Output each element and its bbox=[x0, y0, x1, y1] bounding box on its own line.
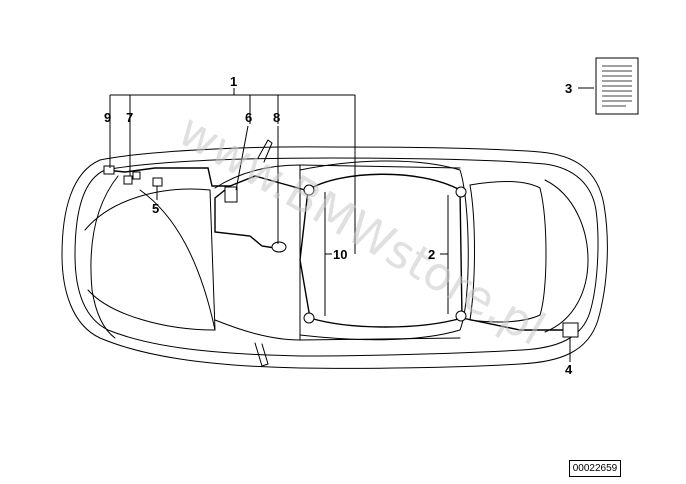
callout-7: 7 bbox=[126, 110, 133, 125]
leader-6 bbox=[235, 95, 251, 191]
left-mirror bbox=[257, 139, 273, 163]
connector-5 bbox=[152, 177, 163, 187]
amplifier-4 bbox=[562, 322, 579, 338]
speaker-rear-right bbox=[455, 310, 467, 322]
rear-window bbox=[469, 181, 547, 323]
connector-9 bbox=[103, 165, 115, 175]
hood-line-right bbox=[139, 189, 216, 331]
windshield bbox=[214, 164, 301, 341]
leader-10-bracket bbox=[324, 192, 332, 316]
callout-5: 5 bbox=[152, 201, 159, 216]
connector-7b bbox=[132, 171, 141, 180]
callout-10: 10 bbox=[333, 247, 347, 262]
cabin-roof bbox=[299, 160, 469, 341]
callout-1: 1 bbox=[230, 74, 237, 89]
callout-9: 9 bbox=[104, 110, 111, 125]
speaker-front-right bbox=[303, 312, 315, 324]
sensor-8 bbox=[271, 241, 287, 253]
leader-2-bracket bbox=[440, 195, 449, 314]
hood-panel bbox=[84, 188, 216, 331]
right-mirror bbox=[254, 342, 269, 367]
hood-line-left bbox=[90, 175, 119, 339]
door-line-bottom bbox=[299, 337, 461, 341]
harness-trunk-run bbox=[461, 317, 571, 331]
speaker-rear-left bbox=[455, 186, 467, 198]
watermark: www.BMWstore.pl bbox=[170, 103, 555, 356]
connector-7 bbox=[123, 175, 133, 185]
trunk-lines bbox=[544, 179, 589, 333]
door-line-top bbox=[299, 164, 461, 169]
harness-center-drop bbox=[214, 185, 276, 249]
callout-4: 4 bbox=[565, 362, 573, 377]
callout-3: 3 bbox=[565, 81, 572, 96]
module-6 bbox=[224, 186, 238, 203]
speaker-front-left bbox=[303, 184, 315, 196]
callout-2: 2 bbox=[428, 247, 435, 262]
callout-8: 8 bbox=[273, 110, 280, 125]
reference-number: 00022659 bbox=[569, 460, 621, 477]
callout-6: 6 bbox=[245, 110, 252, 125]
